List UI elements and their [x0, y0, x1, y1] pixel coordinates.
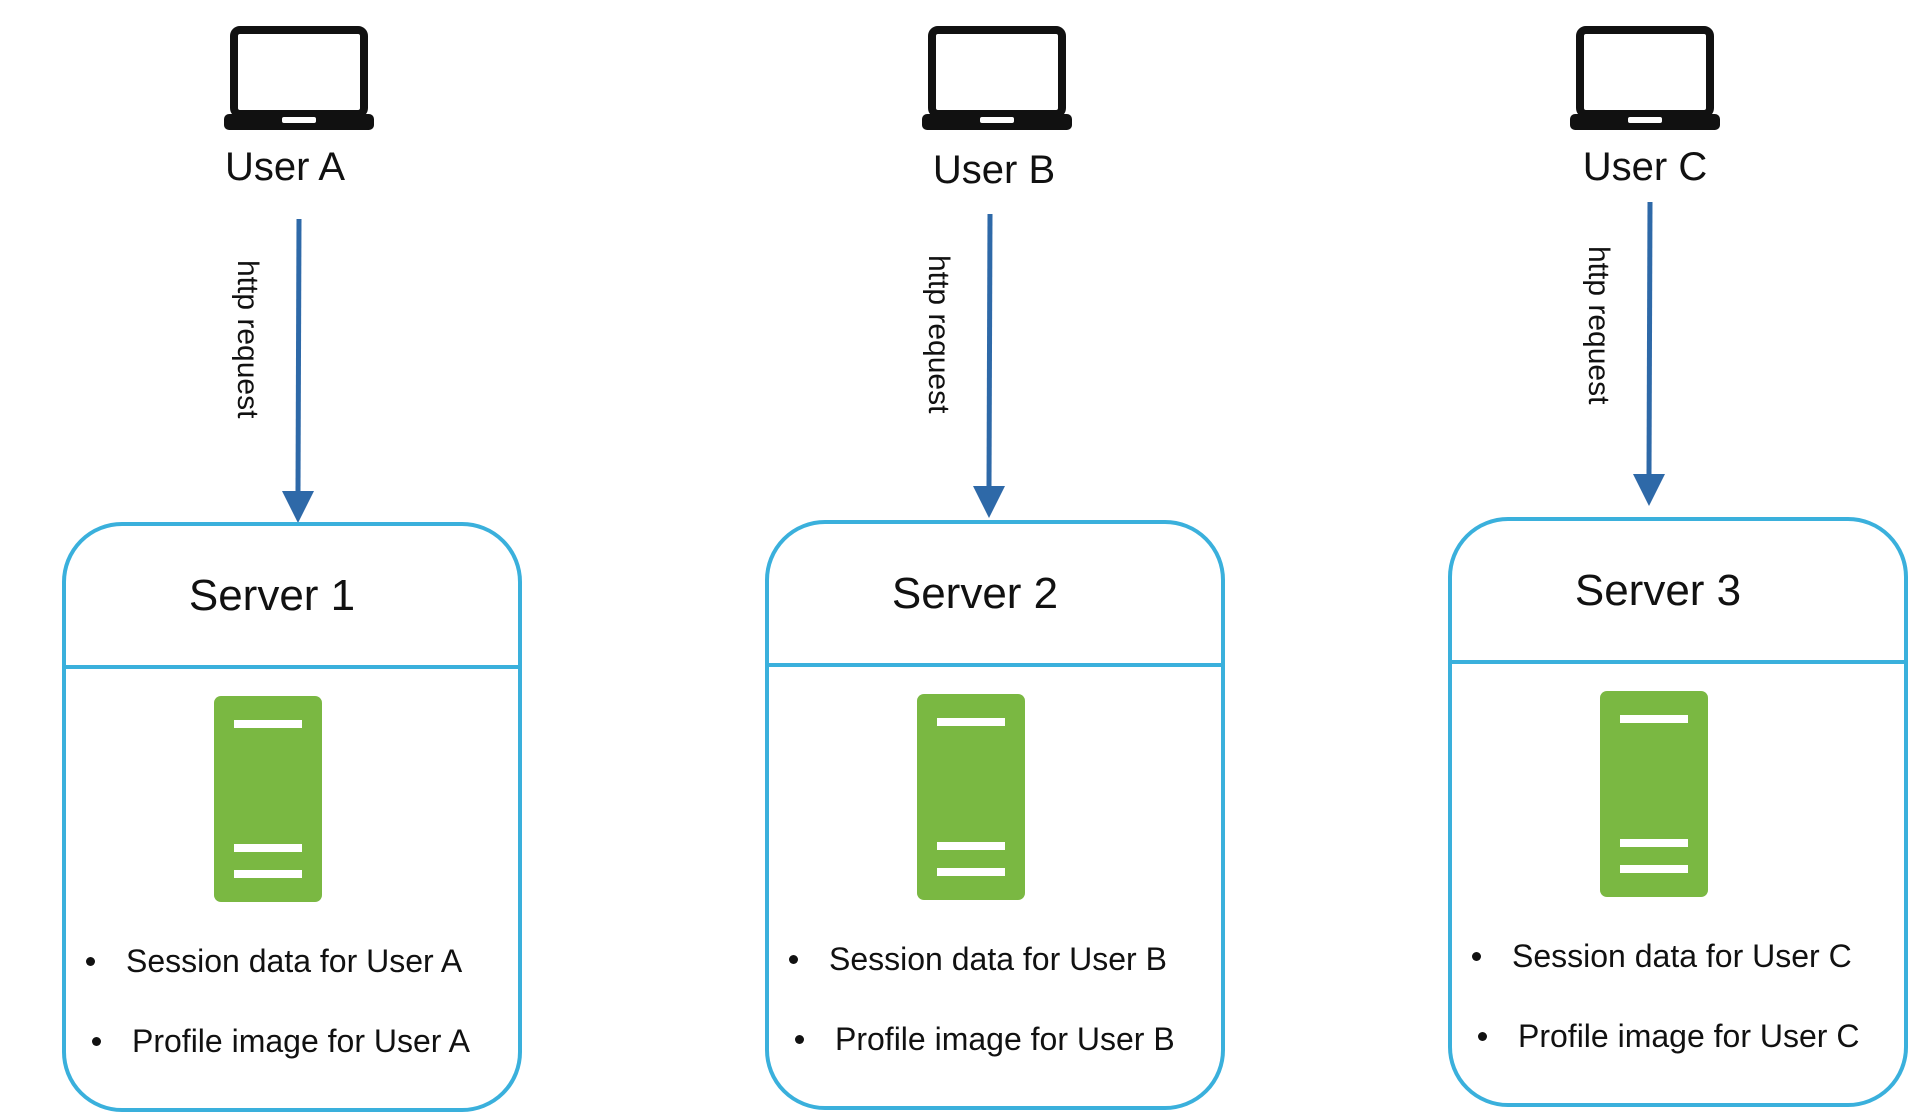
list-item: Profile image for User C — [1464, 1006, 1894, 1086]
server-data-list: Session data for User B Profile image fo… — [781, 929, 1211, 1089]
request-arrow — [973, 213, 1005, 518]
bullet-dot — [1472, 952, 1481, 961]
item-text: Session data for User C — [1512, 938, 1852, 974]
item-text: Profile image for User C — [1518, 1018, 1860, 1054]
list-item: Session data for User C — [1464, 926, 1894, 1006]
column-user-b: User B http request Server 2 Session dat… — [765, 0, 1235, 1119]
server-title: Server 1 — [66, 526, 518, 669]
laptop-icon — [224, 26, 374, 130]
bullet-dot — [795, 1035, 804, 1044]
server-box: Server 1 Session data for User A Profile… — [62, 522, 522, 1112]
item-text: Session data for User B — [829, 941, 1167, 977]
user-label: User A — [224, 145, 346, 189]
server-data-list: Session data for User C Profile image fo… — [1464, 926, 1894, 1086]
user-label: User C — [1582, 145, 1708, 189]
server-title: Server 3 — [1452, 521, 1904, 664]
item-text: Session data for User A — [126, 943, 463, 979]
list-item: Session data for User B — [781, 929, 1211, 1009]
server-rack-icon — [214, 696, 322, 902]
bullet-dot — [92, 1037, 101, 1046]
bullet-dot — [86, 957, 95, 966]
bullet-dot — [789, 955, 798, 964]
server-rack-icon — [917, 694, 1025, 900]
request-arrow — [1633, 201, 1665, 506]
laptop-icon — [922, 26, 1072, 130]
list-item: Session data for User A — [78, 931, 508, 1011]
list-item: Profile image for User A — [78, 1011, 508, 1091]
item-text: Profile image for User A — [132, 1023, 470, 1059]
item-text: Profile image for User B — [835, 1021, 1175, 1057]
server-title: Server 2 — [769, 524, 1221, 667]
http-request-label: http request — [1582, 246, 1615, 405]
laptop-icon — [1570, 26, 1720, 130]
server-box: Server 2 Session data for User B Profile… — [765, 520, 1225, 1110]
request-arrow — [282, 218, 314, 523]
http-request-label: http request — [231, 260, 264, 419]
column-user-c: User C http request Server 3 Session dat… — [1448, 0, 1918, 1119]
column-user-a: User A http request Server 1 Session dat… — [62, 0, 532, 1119]
list-item: Profile image for User B — [781, 1009, 1211, 1089]
http-request-label: http request — [922, 255, 955, 414]
server-box: Server 3 Session data for User C Profile… — [1448, 517, 1908, 1107]
server-data-list: Session data for User A Profile image fo… — [78, 931, 508, 1091]
server-rack-icon — [1600, 691, 1708, 897]
user-label: User B — [932, 148, 1056, 192]
bullet-dot — [1478, 1032, 1487, 1041]
